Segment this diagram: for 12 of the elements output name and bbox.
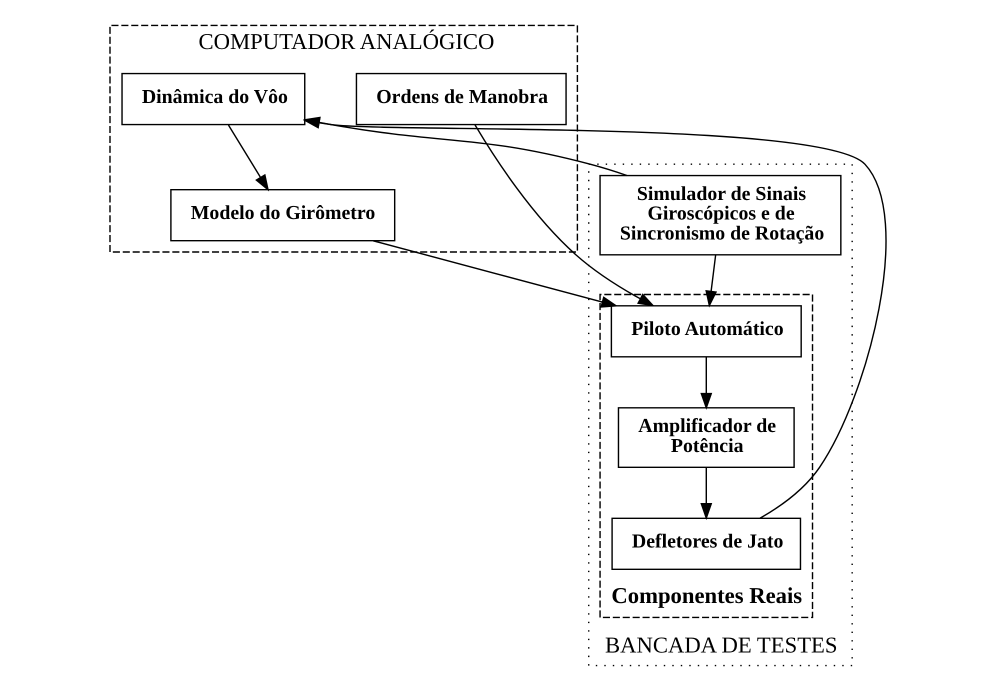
node-box: Amplificador de Potência [617,407,794,468]
node-box: Simulador de Sinais Giroscópicos e de Sincronismo de Rotação [598,174,842,256]
node-box: Piloto Automático [610,305,802,358]
arrow [227,124,269,192]
arrow [704,254,717,308]
node-box: Dinâmica do Vôo [120,72,305,126]
node-box: Defletores de Jato [610,518,801,570]
arrow [700,357,712,410]
node-box: Modelo do Girômetro [170,189,395,242]
node-box: Ordens de Manobra [355,72,566,126]
arrow [700,468,712,520]
arrow [474,124,654,307]
